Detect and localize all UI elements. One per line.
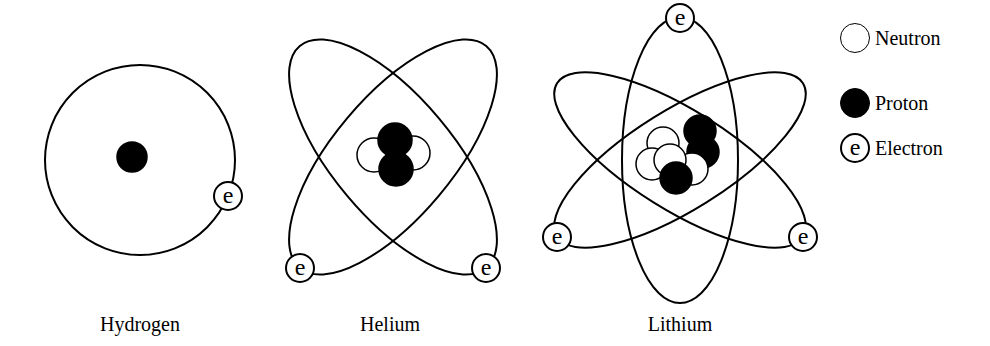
atom-name: Helium [360, 312, 420, 336]
proton [379, 152, 413, 186]
proton [117, 142, 147, 172]
electron-symbol: e [223, 183, 234, 207]
orbit [531, 41, 830, 279]
proton [660, 162, 692, 194]
orbit [254, 7, 532, 306]
orbit [531, 41, 830, 279]
legend-label: Electron [875, 136, 943, 160]
electron-circle: e [471, 253, 501, 283]
legend-swatch [840, 23, 870, 53]
electron-symbol: e [850, 135, 861, 159]
electron-circle: e [213, 181, 243, 211]
orbit [622, 17, 738, 303]
atom-name: Hydrogen [100, 312, 180, 336]
electron-symbol: e [798, 224, 809, 248]
legend-label: Neutron [875, 26, 941, 50]
electron-circle: e [285, 253, 315, 283]
electron-circle: e [665, 3, 695, 33]
electron-symbol: e [675, 5, 686, 29]
electron-symbol: e [295, 255, 306, 279]
legend-swatch [840, 88, 870, 118]
electron-circle: e [542, 222, 572, 252]
electron-symbol: e [481, 255, 492, 279]
legend-label: Proton [875, 91, 928, 115]
electron-circle: e [788, 222, 818, 252]
orbit [45, 65, 235, 255]
orbit [254, 7, 532, 306]
atom-name: Lithium [648, 312, 712, 336]
legend-electron-sample: e [840, 133, 870, 163]
electron-symbol: e [552, 224, 563, 248]
